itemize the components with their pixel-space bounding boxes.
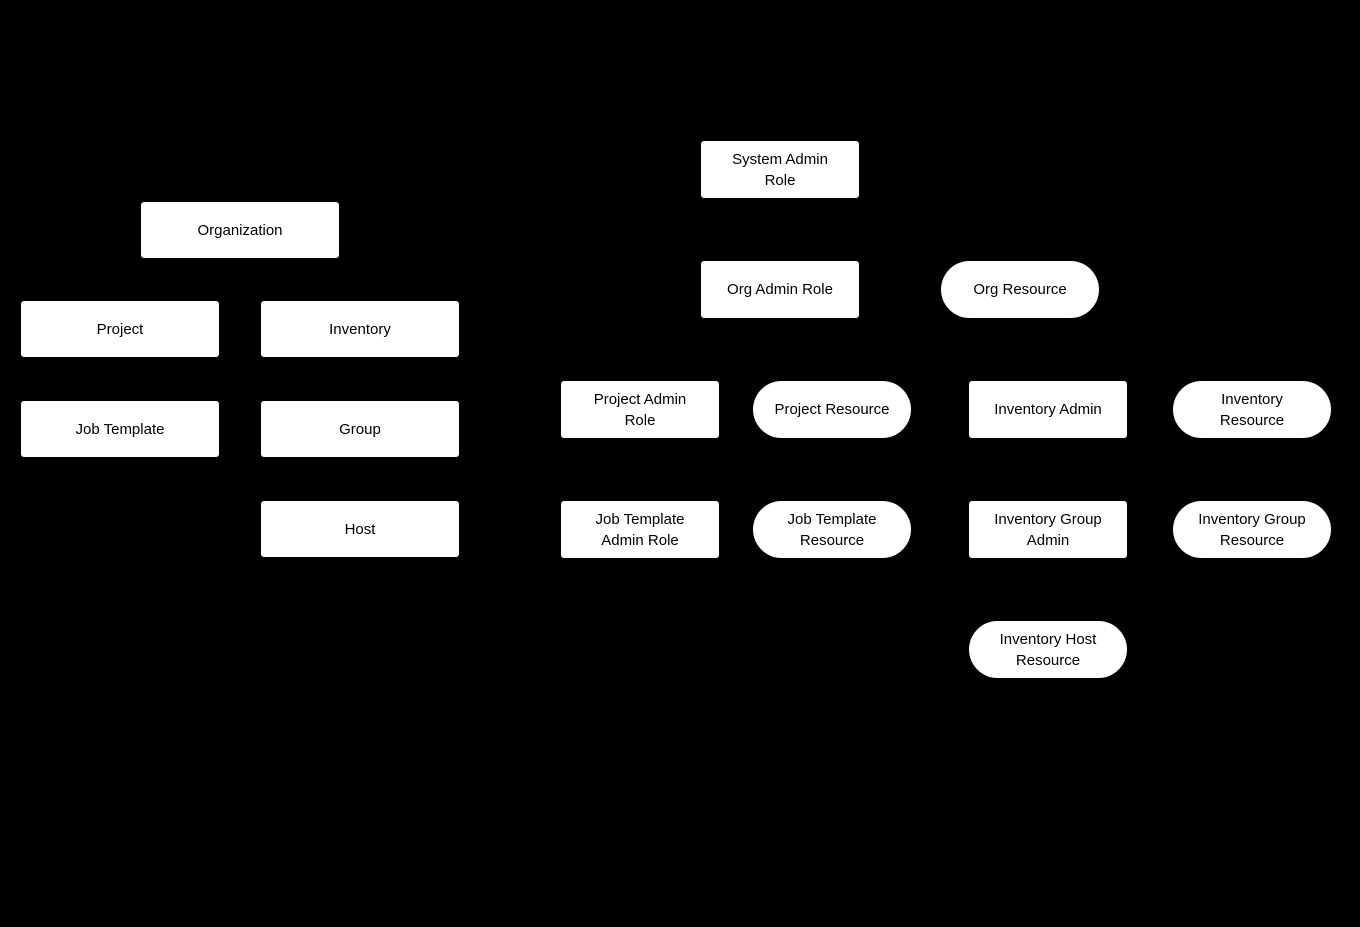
job-template-label: Job Template [75,420,165,438]
node-job-template-admin-role: Job Template Admin Role [561,501,719,558]
node-org-resource: Org Resource [941,261,1099,318]
inventory-admin-label: Inventory Admin [994,401,1102,418]
job-template-admin-role-label: Job Template Admin Role [595,510,685,549]
node-group: Group [261,401,459,457]
inventory-host-resource-label: Inventory Host Resource [999,630,1097,669]
host-label: Host [344,520,376,538]
node-org-admin-role: Org Admin Role [701,261,859,318]
org-resource-label: Org Resource [973,281,1067,298]
project-admin-role-label: Project Admin Role [593,390,687,429]
group-label: Group [339,420,381,438]
node-project: Project [21,301,219,357]
node-organization: Organization [141,202,339,258]
node-inventory: Inventory [261,301,459,357]
node-inventory-admin: Inventory Admin [969,381,1127,438]
system-admin-role-label: System Admin Role [732,150,828,189]
project-resource-label: Project Resource [774,401,890,418]
node-job-template: Job Template [21,401,219,457]
node-project-resource: Project Resource [753,381,911,438]
job-template-resource-label: Job Template Resource [787,510,877,549]
org-admin-role-label: Org Admin Role [727,281,833,298]
organization-label: Organization [197,221,283,239]
node-inventory-host-resource: Inventory Host Resource [969,621,1127,678]
node-inventory-group-admin: Inventory Group Admin [969,501,1127,558]
node-host: Host [261,501,459,557]
inventory-label: Inventory [329,320,391,338]
node-inventory-group-resource: Inventory Group Resource [1173,501,1331,558]
node-job-template-resource: Job Template Resource [753,501,911,558]
inventory-resource-label: Inventory Resource [1219,390,1285,429]
node-system-admin-role: System Admin Role [701,141,859,198]
node-inventory-resource: Inventory Resource [1173,381,1331,438]
project-label: Project [96,320,144,338]
inventory-group-admin-label: Inventory Group Admin [994,510,1102,549]
node-project-admin-role: Project Admin Role [561,381,719,438]
inventory-group-resource-label: Inventory Group Resource [1198,510,1306,549]
